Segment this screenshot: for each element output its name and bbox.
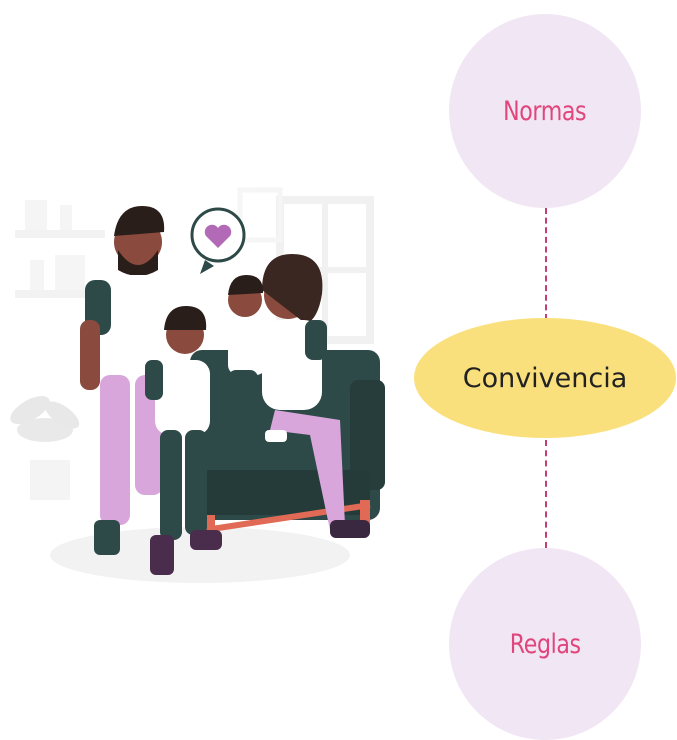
node-normas: Normas — [449, 14, 641, 208]
girl — [145, 306, 222, 575]
mother — [262, 254, 370, 538]
heart-speech-bubble-icon — [190, 207, 246, 274]
family-illustration — [10, 187, 385, 583]
node-reglas: Reglas — [449, 548, 641, 740]
node-normas-label: Normas — [503, 95, 587, 127]
node-convivencia: Convivencia — [414, 318, 676, 438]
connector-bottom — [545, 440, 547, 548]
node-convivencia-label: Convivencia — [462, 362, 628, 394]
node-reglas-label: Reglas — [509, 628, 581, 660]
plant — [10, 396, 80, 500]
boy — [228, 275, 287, 442]
connector-top — [545, 208, 547, 320]
father — [80, 206, 175, 555]
